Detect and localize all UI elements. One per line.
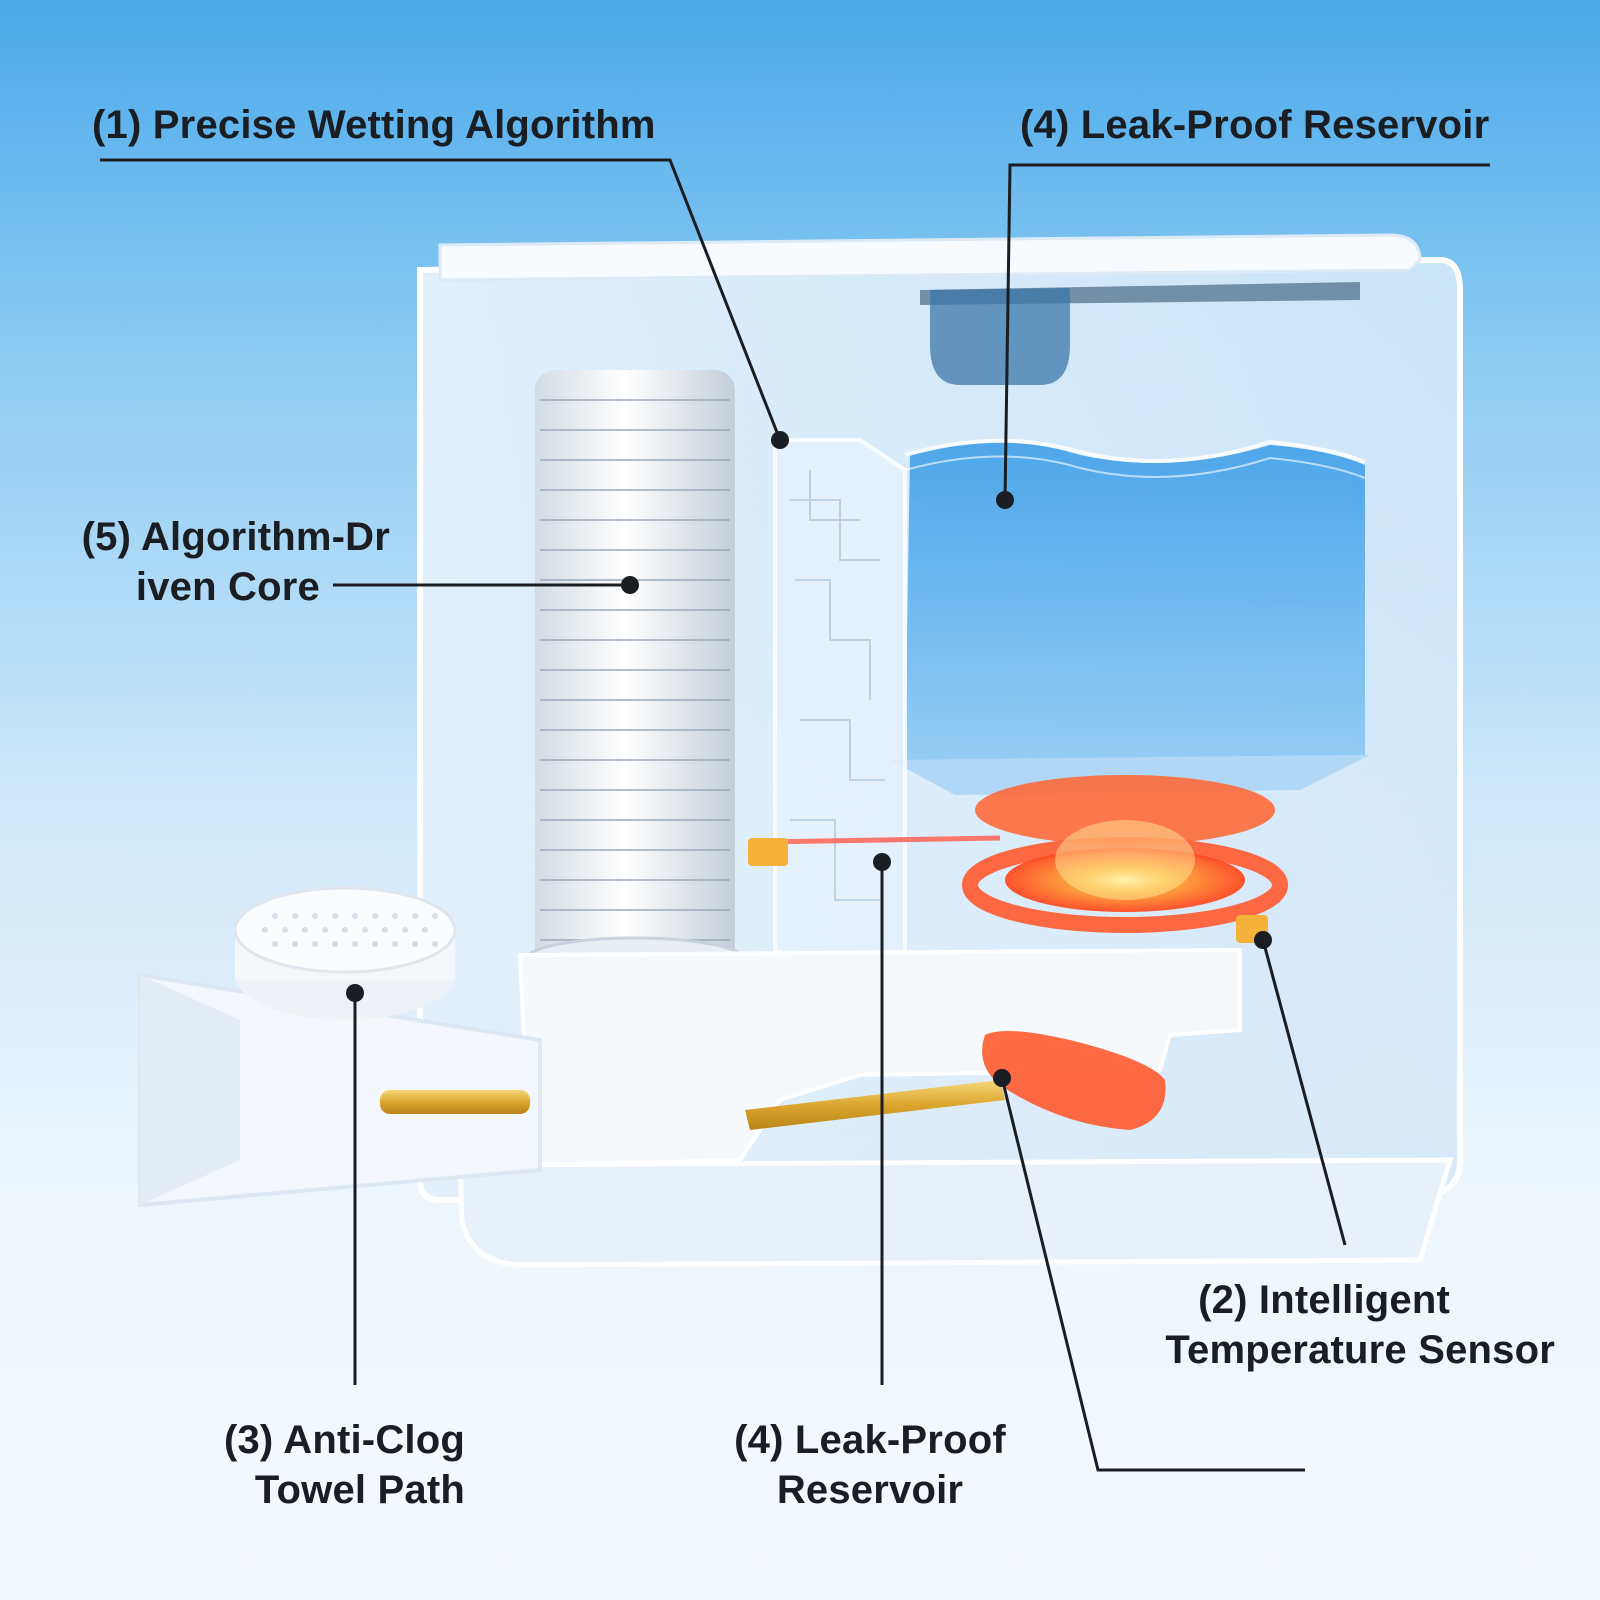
leader-line-precise-wetting	[100, 158, 782, 441]
leader-line-pump	[1000, 1077, 1305, 1472]
callout-algorithm-core: (5) Algorithm-Dr iven Core	[40, 512, 390, 612]
callout-temp-sensor-line1: (2) Intelligent	[1198, 1278, 1450, 1322]
dot-precise-wetting	[771, 431, 789, 449]
callout-towel-path-line1: (3) Anti-Clog	[223, 1418, 465, 1462]
pad-texture-dot	[412, 941, 418, 947]
pump-icon	[982, 1031, 1166, 1130]
callout-towel-path: (3) Anti-Clog Towel Path	[190, 1415, 465, 1515]
pad-texture-dot	[292, 941, 298, 947]
dot-core	[621, 576, 639, 594]
heater-coil-icon	[962, 775, 1288, 933]
pad-texture-dot	[432, 913, 438, 919]
callout-algorithm-core-line1: (5) Algorithm-Dr	[81, 515, 390, 559]
pad-texture-dot	[272, 941, 278, 947]
pad-texture-dot	[382, 927, 388, 933]
pad-texture-dot	[422, 927, 428, 933]
towel-pad-icon	[233, 886, 457, 1020]
dot-pump	[993, 1069, 1011, 1087]
reservoir-cap	[930, 288, 1070, 385]
callout-precise-wetting: (1) Precise Wetting Algorithm	[92, 100, 656, 150]
pad-texture-dot	[312, 913, 318, 919]
base-tray	[138, 947, 1242, 1208]
core-cylinder-icon	[523, 370, 747, 984]
callout-leak-proof-top-line1: (4) Leak-Proof Reservoir	[1020, 103, 1490, 147]
callout-leak-proof-bottom-line2: Reservoir	[776, 1468, 964, 1512]
callout-towel-path-line2: Towel Path	[254, 1468, 465, 1512]
leader-lines	[100, 158, 1490, 1472]
dot-leak-proof-bottom	[873, 853, 891, 871]
pad-texture-dot	[392, 913, 398, 919]
pad-texture-dot	[372, 913, 378, 919]
pad-texture-dot	[282, 927, 288, 933]
pad-texture-dot	[432, 941, 438, 947]
pad-texture-dot	[322, 927, 328, 933]
pad-texture-dot	[352, 941, 358, 947]
pad-texture-dot	[362, 927, 368, 933]
pad-texture-dot	[392, 941, 398, 947]
leader-line-leak-proof-top	[1003, 163, 1490, 501]
pad-texture-dot	[312, 941, 318, 947]
pad-texture-dot	[272, 913, 278, 919]
leader-dots	[346, 431, 1272, 1087]
dot-temp-sensor	[1254, 931, 1272, 949]
pad-texture-dot	[262, 927, 268, 933]
pad-texture-dot	[402, 927, 408, 933]
pad-texture-dot	[332, 913, 338, 919]
leader-line-temp-sensor	[1261, 939, 1347, 1246]
callout-leak-proof-top: (4) Leak-Proof Reservoir	[1020, 100, 1489, 150]
pad-texture-dot	[342, 927, 348, 933]
callout-temp-sensor: (2) Intelligent Temperature Sensor	[1100, 1275, 1555, 1375]
dot-towel-path	[346, 984, 364, 1002]
pad-texture-dot	[292, 913, 298, 919]
pad-texture-dot	[302, 927, 308, 933]
pad-texture-dot	[352, 913, 358, 919]
reservoir-icon	[890, 438, 1370, 795]
callout-leak-proof-bottom-line1: (4) Leak-Proof	[734, 1418, 1006, 1462]
callout-temp-sensor-line2: Temperature Sensor	[1165, 1328, 1555, 1372]
pad-texture-dot	[332, 941, 338, 947]
pad-texture-dot	[372, 941, 378, 947]
callout-precise-wetting-line1: (1) Precise Wetting Algorithm	[92, 103, 656, 147]
pad-texture-dot	[412, 913, 418, 919]
circuit-board-icon	[773, 438, 907, 988]
dot-leak-proof-top	[996, 491, 1014, 509]
callout-algorithm-core-line2: iven Core	[135, 565, 320, 609]
callout-leak-proof-bottom: (4) Leak-Proof Reservoir	[720, 1415, 1020, 1515]
tube-lines	[380, 835, 1005, 1130]
